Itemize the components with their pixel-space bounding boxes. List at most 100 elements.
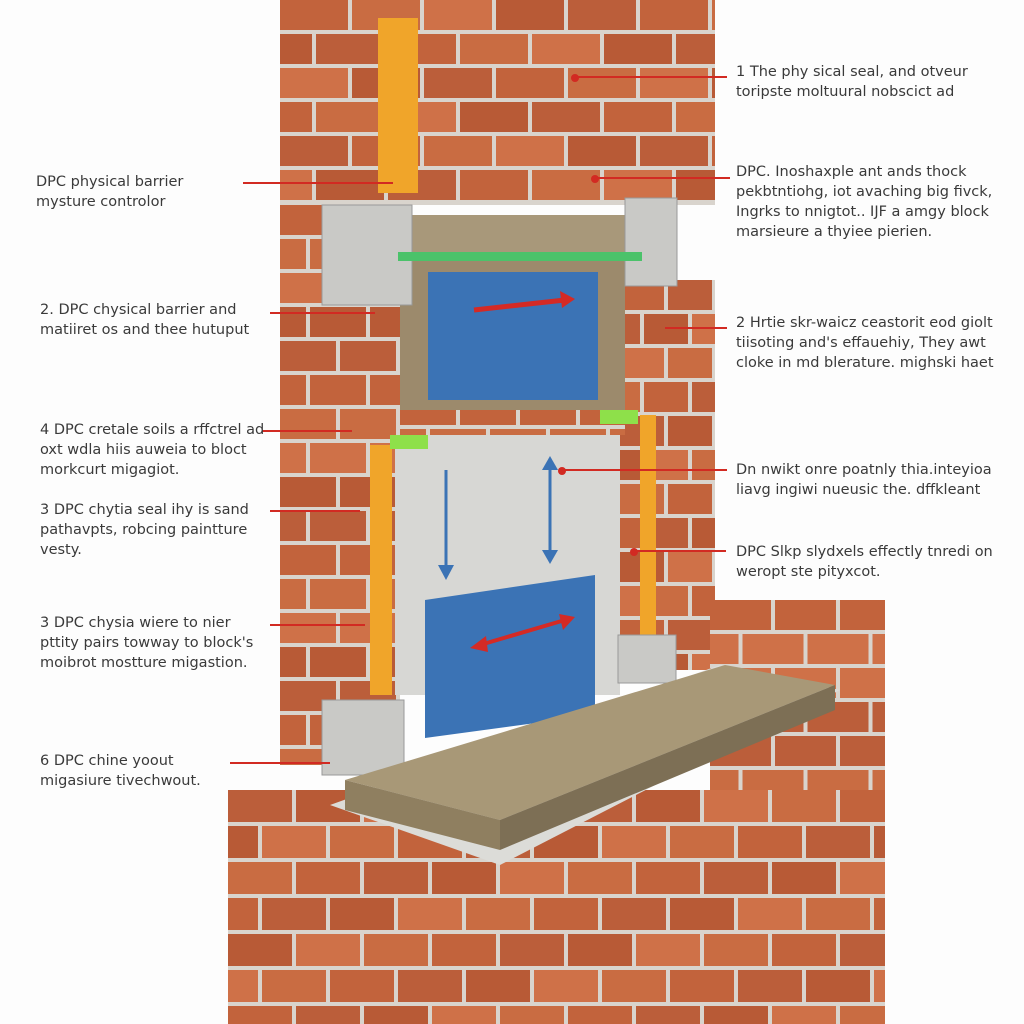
concrete-block-base-right: [617, 634, 677, 684]
brick: [228, 1006, 292, 1024]
brick: [704, 1006, 768, 1024]
brick: [398, 898, 462, 930]
brick: [668, 552, 712, 582]
leader-dot: [630, 548, 638, 556]
leader-line: [575, 76, 727, 78]
brick: [534, 898, 598, 930]
brick: [400, 429, 426, 435]
brick: [772, 934, 836, 966]
brick: [806, 898, 870, 930]
brick: [710, 600, 771, 630]
leader-dot: [591, 175, 599, 183]
brick: [704, 790, 768, 822]
brick: [310, 511, 366, 541]
brick: [620, 518, 640, 548]
brick: [500, 934, 564, 966]
brick: [636, 790, 700, 822]
brick: [500, 862, 564, 894]
brick: [550, 429, 606, 435]
brick: [840, 1006, 885, 1024]
brick: [296, 862, 360, 894]
brick: [840, 600, 885, 630]
brick: [280, 0, 348, 30]
leader-line: [562, 469, 727, 471]
brick: [704, 862, 768, 894]
leader-line: [665, 327, 727, 329]
leader-line: [270, 510, 360, 512]
brick: [644, 314, 688, 344]
arrow-head: [470, 636, 488, 652]
arrow-head: [438, 565, 454, 580]
leader-line: [270, 624, 365, 626]
label-right-3: Dn nwikt onre poatnly thia.inteyioa liav…: [736, 462, 992, 498]
brick: [430, 429, 486, 435]
label-title: DPC physical barrier: [36, 174, 184, 190]
brick: [840, 934, 885, 966]
brick: [228, 826, 258, 858]
label-left-3a: 3 DPC chytia seal ihy is sand pathavpts,…: [40, 502, 249, 558]
brick: [670, 826, 734, 858]
label-dpc-physical-barrier: DPC physical barrier mysture controlor: [36, 172, 246, 212]
label-left-3b: 3 DPC chysia wiere to nier pttity pairs …: [40, 615, 254, 671]
brick: [280, 68, 348, 98]
brick: [296, 1006, 360, 1024]
leader-dot: [571, 74, 579, 82]
brick: [636, 862, 700, 894]
brick: [262, 826, 326, 858]
brick: [460, 102, 528, 132]
brick: [280, 34, 312, 64]
leader-line: [634, 550, 726, 552]
brick: [280, 579, 306, 609]
brick: [692, 314, 715, 344]
arrow-head: [542, 550, 558, 564]
brick: [840, 668, 885, 698]
brick: [872, 702, 885, 732]
brick: [602, 826, 666, 858]
brick: [692, 450, 715, 480]
brick: [772, 1006, 836, 1024]
brick: [330, 970, 394, 1002]
brick: [280, 511, 306, 541]
brick: [772, 862, 836, 894]
brick: [874, 898, 885, 930]
brick: [262, 970, 326, 1002]
brick: [364, 862, 428, 894]
brick: [228, 934, 292, 966]
brick: [432, 934, 496, 966]
brick: [424, 136, 492, 166]
concrete-block-right: [624, 197, 678, 287]
brick: [738, 826, 802, 858]
brick: [640, 68, 708, 98]
brick: [466, 970, 530, 1002]
brick: [568, 0, 636, 30]
brick: [692, 518, 715, 548]
brick: [280, 477, 336, 507]
brick: [840, 862, 885, 894]
label-left-6: 6 DPC chine yoout migasiure tivechwout.: [40, 753, 201, 789]
label-right-2: 2 Hrtie skr-waicz ceastorit eod giolt ti…: [736, 315, 994, 371]
brick: [620, 348, 664, 378]
brick: [712, 136, 715, 166]
brick: [712, 68, 715, 98]
brick: [676, 170, 715, 200]
concrete-block-left: [321, 204, 413, 306]
label-left-2: 2. DPC chysical barrier and matiiret os …: [40, 302, 250, 338]
brick: [310, 443, 366, 473]
brick: [568, 862, 632, 894]
arrow-head: [559, 614, 575, 630]
label-right-dpc: DPC. Inoshaxple ant ands thock pekbtntio…: [736, 164, 993, 240]
brick: [840, 736, 885, 766]
insulation-board-upper: [428, 272, 598, 400]
brick: [496, 68, 564, 98]
moisture-arrow: [479, 618, 566, 647]
brick: [500, 1006, 564, 1024]
brick: [280, 136, 348, 166]
brick: [670, 970, 734, 1002]
concrete-block-base: [321, 699, 405, 776]
brick: [640, 136, 708, 166]
insulation-top: [378, 18, 418, 193]
brick: [280, 170, 312, 200]
leader-line: [230, 762, 330, 764]
